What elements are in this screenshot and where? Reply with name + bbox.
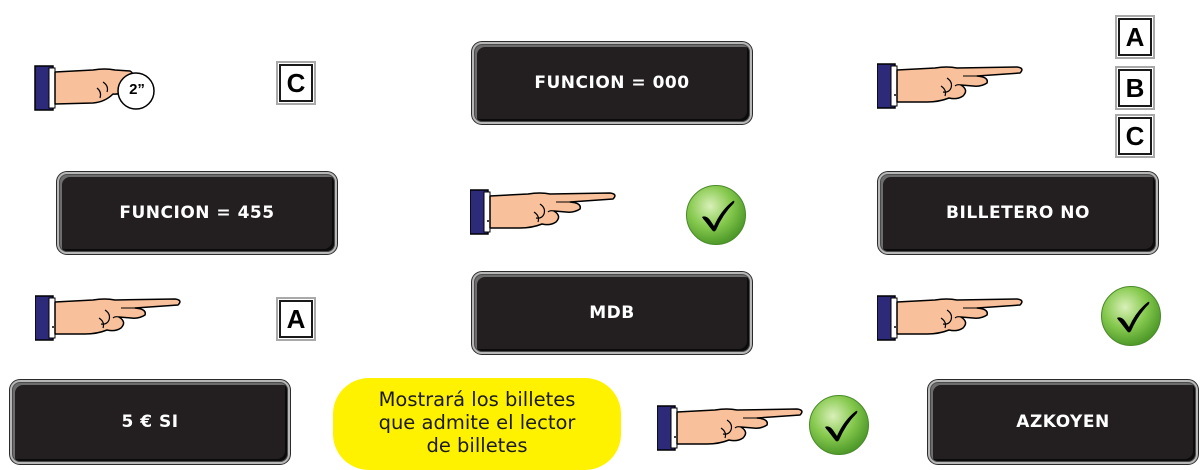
- pointing-hand-icon: [35, 292, 185, 342]
- display-5-euro-si-text: 5 € SI: [121, 412, 179, 432]
- checkmark-icon: [808, 394, 870, 456]
- pointing-hand-graphic: [34, 65, 155, 111]
- display-mdb-text: MDB: [589, 303, 635, 323]
- press-duration-label: 2”: [129, 81, 145, 98]
- pointing-hand-icon: [470, 186, 620, 236]
- display-billetero-no-text: BILLETERO NO: [946, 203, 1090, 223]
- pointing-hand-icon: [877, 292, 1027, 342]
- key-c[interactable]: C: [276, 61, 316, 105]
- key-b[interactable]: B: [1115, 66, 1155, 110]
- display-mdb: MDB: [472, 272, 752, 354]
- note-line-3: de billetes: [426, 434, 528, 457]
- checkmark-icon: [1100, 285, 1162, 347]
- pointing-hand-icon: [877, 60, 1027, 110]
- key-a[interactable]: A: [276, 297, 316, 341]
- key-a-label: A: [1125, 22, 1145, 52]
- display-5-euro-si: 5 € SI: [10, 380, 290, 464]
- display-billetero-no: BILLETERO NO: [878, 172, 1158, 254]
- pointing-hand-icon: 2”: [34, 62, 185, 112]
- key-c-label: C: [286, 68, 306, 98]
- display-funcion-000-text: FUNCION = 000: [534, 73, 690, 93]
- display-azkoyen: AZKOYEN: [928, 380, 1198, 464]
- note-line-2: que admite el lector: [378, 411, 576, 434]
- key-c[interactable]: C: [1115, 114, 1155, 158]
- key-a-label: A: [286, 304, 306, 334]
- checkmark-icon: [685, 184, 747, 246]
- pointing-hand-icon: [657, 402, 807, 452]
- display-funcion-000: FUNCION = 000: [472, 42, 752, 124]
- display-funcion-455-text: FUNCION = 455: [119, 203, 275, 223]
- key-b-label: B: [1125, 73, 1145, 103]
- note-callout: Mostrará los billetes que admite el lect…: [333, 378, 621, 470]
- note-line-1: Mostrará los billetes: [378, 388, 576, 411]
- key-c-label: C: [1125, 121, 1145, 151]
- display-funcion-455: FUNCION = 455: [57, 172, 337, 254]
- key-a[interactable]: A: [1115, 15, 1155, 59]
- display-azkoyen-text: AZKOYEN: [1016, 412, 1110, 432]
